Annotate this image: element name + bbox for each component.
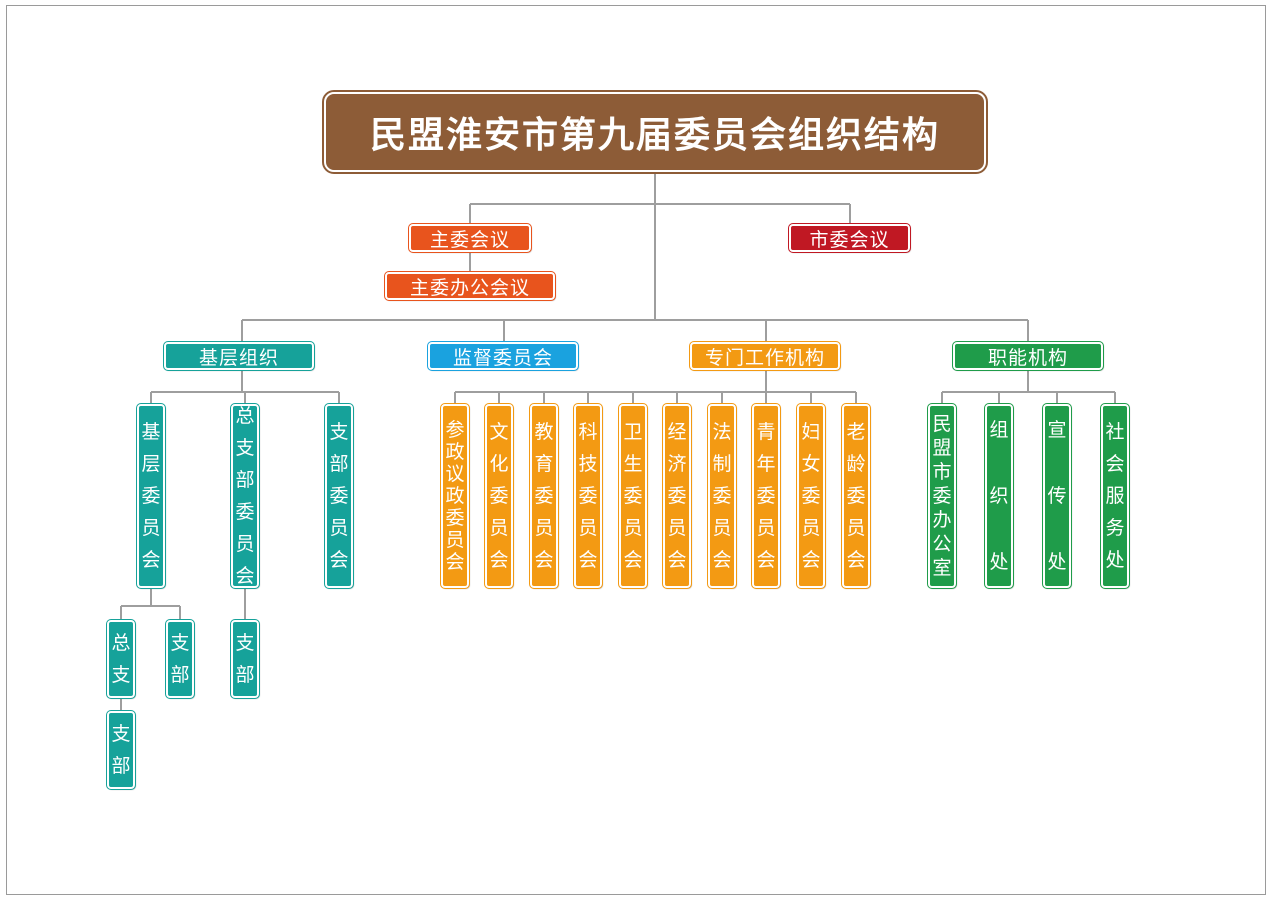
functional-unit-node: 社会服务处 [1100,403,1130,589]
special-committee-node: 老龄委员会 [841,403,871,589]
special-committee-node: 青年委员会 [751,403,781,589]
zhibu-node: 支部 [106,710,136,790]
zongzhi-node: 总支 [106,619,136,699]
page-frame [6,5,1266,895]
functional-unit-node: 组织处 [984,403,1014,589]
special-committee-node: 文化委员会 [484,403,514,589]
zhuwei-meeting-node: 主委会议 [408,223,532,253]
functional-unit-node: 宣传处 [1042,403,1072,589]
supervision-committee-node: 监督委员会 [427,341,579,371]
chart-title: 民盟淮安市第九届委员会组织结构 [322,90,988,174]
jiceng-unit-node: 总支部委员会 [230,403,260,589]
zhibu-node: 支部 [165,619,195,699]
jiceng-unit-node: 支部委员会 [324,403,354,589]
special-committee-node: 经济委员会 [662,403,692,589]
shiwei-meeting-node: 市委会议 [788,223,911,253]
zhuwei-office-meeting-node: 主委办公会议 [384,271,556,301]
functional-node: 职能机构 [952,341,1104,371]
special-committee-node: 法制委员会 [707,403,737,589]
special-committee-node: 科技委员会 [573,403,603,589]
jiceng-org-node: 基层组织 [163,341,315,371]
special-committee-node: 妇女委员会 [796,403,826,589]
special-work-node: 专门工作机构 [689,341,841,371]
jiceng-unit-node: 基层委员会 [136,403,166,589]
special-committee-node: 参政议政委员会 [440,403,470,589]
special-committee-node: 卫生委员会 [618,403,648,589]
zhibu-node: 支部 [230,619,260,699]
special-committee-node: 教育委员会 [529,403,559,589]
functional-unit-node: 民盟市委办公室 [927,403,957,589]
